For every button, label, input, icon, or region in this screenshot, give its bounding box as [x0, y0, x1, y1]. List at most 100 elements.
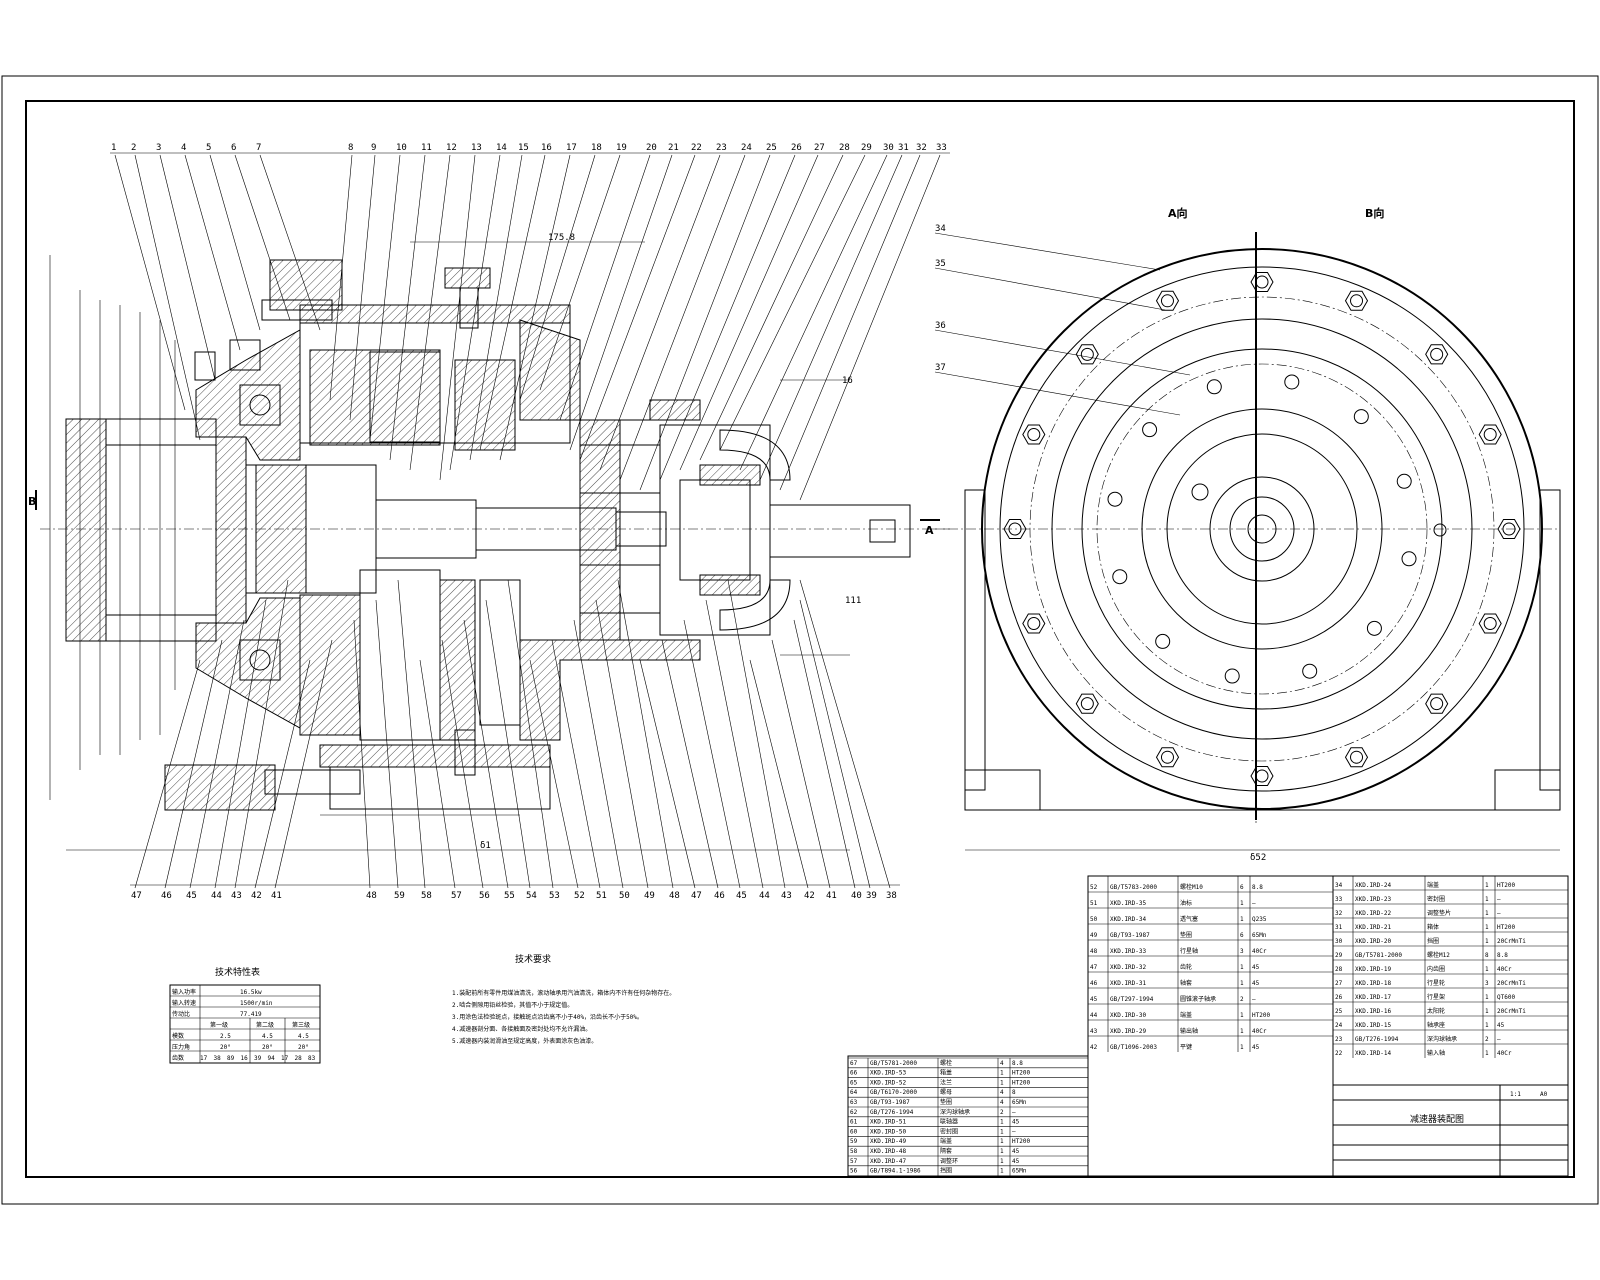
parts-cell: 1: [1240, 1012, 1244, 1019]
angle-2: 20°: [262, 1044, 273, 1051]
angle-label: 压力角: [172, 1043, 190, 1051]
parts-cell: 挡圈: [1427, 937, 1439, 945]
part-number-label: 42: [251, 891, 262, 901]
parts-cell: 深沟球轴承: [940, 1108, 970, 1116]
parts-cell: 33: [1335, 896, 1343, 903]
parts-cell: Q235: [1252, 916, 1267, 923]
parts-cell: HT200: [1012, 1138, 1030, 1145]
part-number-label: 26: [791, 143, 802, 153]
parts-cell: XKD.IRD-33: [1110, 948, 1147, 955]
part-number-label: 20: [646, 143, 657, 153]
part-number-label: 48: [366, 891, 377, 901]
tech-requirements: 技术要求 1.装配前所有零件用煤油清洗，滚动轴承用汽油清洗，箱体内不许有任何杂物…: [452, 953, 675, 1045]
part-number-label: 1: [111, 143, 116, 153]
parts-cell: 64: [850, 1089, 858, 1096]
parts-cell: 1: [1485, 910, 1489, 917]
parts-cell: 66: [850, 1070, 858, 1077]
parts-cell: HT200: [1497, 882, 1515, 889]
outer-border: [1, 75, 1599, 1205]
parts-cell: 6: [1240, 932, 1244, 939]
parts-cell: GB/T6170-2000: [870, 1089, 917, 1096]
parts-cell: 行星轮: [1427, 979, 1445, 987]
parts-cell: 67: [850, 1060, 858, 1067]
parts-cell: XKD.IRD-22: [1355, 910, 1392, 917]
parts-cell: 1: [1485, 896, 1489, 903]
parts-cell: 螺母: [940, 1088, 952, 1096]
part-number-label: 16: [541, 143, 552, 153]
part-number-label: 49: [644, 891, 655, 901]
parts-cell: 29: [1335, 952, 1343, 959]
part-number-label: 42: [804, 891, 815, 901]
teeth-count: 89: [227, 1055, 235, 1062]
parts-cell: XKD.IRD-21: [1355, 924, 1392, 931]
spec-value-power: 16.5kw: [240, 989, 262, 996]
parts-cell: 行星架: [1427, 993, 1445, 1001]
part-number-label: 13: [471, 143, 482, 153]
part-number-label: 8: [348, 143, 353, 153]
inner-bolt-ring: [1107, 374, 1417, 684]
drawing-scale: 1:1: [1510, 1091, 1521, 1098]
drawing-sheet: A0: [1540, 1091, 1548, 1098]
part-number-label: 10: [396, 143, 407, 153]
part-number-label: 58: [421, 891, 432, 901]
part-number-label: 25: [766, 143, 777, 153]
part-number-label: 43: [781, 891, 792, 901]
parts-cell: 垫圈: [940, 1098, 952, 1106]
parts-cell: XKD.IRD-16: [1355, 1008, 1392, 1015]
part-number-label: 41: [271, 891, 282, 901]
parts-cell: XKD.IRD-18: [1355, 980, 1392, 987]
parts-cell: 轴套: [1180, 979, 1192, 987]
parts-cell: 1: [1240, 964, 1244, 971]
parts-cell: —: [1252, 900, 1256, 907]
parts-cell: 28: [1335, 966, 1343, 973]
parts-cell: 平键: [1180, 1043, 1192, 1051]
parts-cell: —: [1012, 1109, 1016, 1116]
dim-top-175: 175.8: [548, 233, 575, 243]
stage-3: 第三级: [292, 1021, 310, 1029]
parts-cell: GB/T93-1987: [870, 1099, 910, 1106]
tech-line-5: 5.减速器内装润滑油至规定高度，外表面涂灰色油漆。: [452, 1037, 597, 1045]
part-num-37: 37: [935, 363, 946, 373]
parts-cell: 40Cr: [1252, 1028, 1267, 1035]
parts-cell: 输出轴: [1180, 1027, 1198, 1035]
parts-cell: 40Cr: [1252, 948, 1267, 955]
part-number-label: 14: [496, 143, 507, 153]
parts-cell: 56: [850, 1168, 858, 1175]
parts-cell: 8.8: [1012, 1060, 1023, 1067]
parts-cell: XKD.IRD-34: [1110, 916, 1147, 923]
parts-cell: 1: [1000, 1079, 1004, 1086]
view-label-bb: B向: [1365, 206, 1384, 220]
parts-cell: 32: [1335, 910, 1343, 917]
parts-cell: XKD.IRD-31: [1110, 980, 1147, 987]
teeth-count: 28: [295, 1055, 303, 1062]
parts-cell: XKD.IRD-19: [1355, 966, 1392, 973]
parts-cell: 端盖: [940, 1137, 952, 1145]
stage-1: 第一级: [210, 1021, 228, 1029]
part-number-label: 47: [691, 891, 702, 901]
parts-cell: 调整环: [940, 1157, 958, 1165]
tech-line-1: 1.装配前所有零件用煤油清洗，滚动轴承用汽油清洗，箱体内不许有任何杂物存在。: [452, 989, 675, 997]
parts-cell: 59: [850, 1138, 858, 1145]
parts-cell: XKD.IRD-24: [1355, 882, 1392, 889]
view-label-aa: A向: [1168, 206, 1188, 220]
part-number-label: 47: [131, 891, 142, 901]
parts-cell: 1: [1000, 1128, 1004, 1135]
spec-label-power: 输入功率: [172, 988, 196, 996]
module-2: 4.5: [262, 1033, 273, 1040]
tech-title: 技术要求: [515, 953, 551, 965]
part-number-label: 12: [446, 143, 457, 153]
parts-cell: XKD.IRD-50: [870, 1128, 907, 1135]
parts-cell: 40Cr: [1497, 966, 1512, 973]
parts-cell: —: [1497, 896, 1501, 903]
parts-cell: 隔套: [940, 1147, 952, 1155]
parts-cell: XKD.IRD-53: [870, 1070, 907, 1077]
parts-cell: 4: [1000, 1099, 1004, 1106]
parts-cell: 20CrMnTi: [1497, 980, 1526, 987]
dim-top-16: 16: [842, 376, 853, 386]
parts-cell: —: [1252, 996, 1256, 1003]
parts-cell: XKD.IRD-47: [870, 1158, 907, 1165]
parts-cell: 1: [1000, 1158, 1004, 1165]
